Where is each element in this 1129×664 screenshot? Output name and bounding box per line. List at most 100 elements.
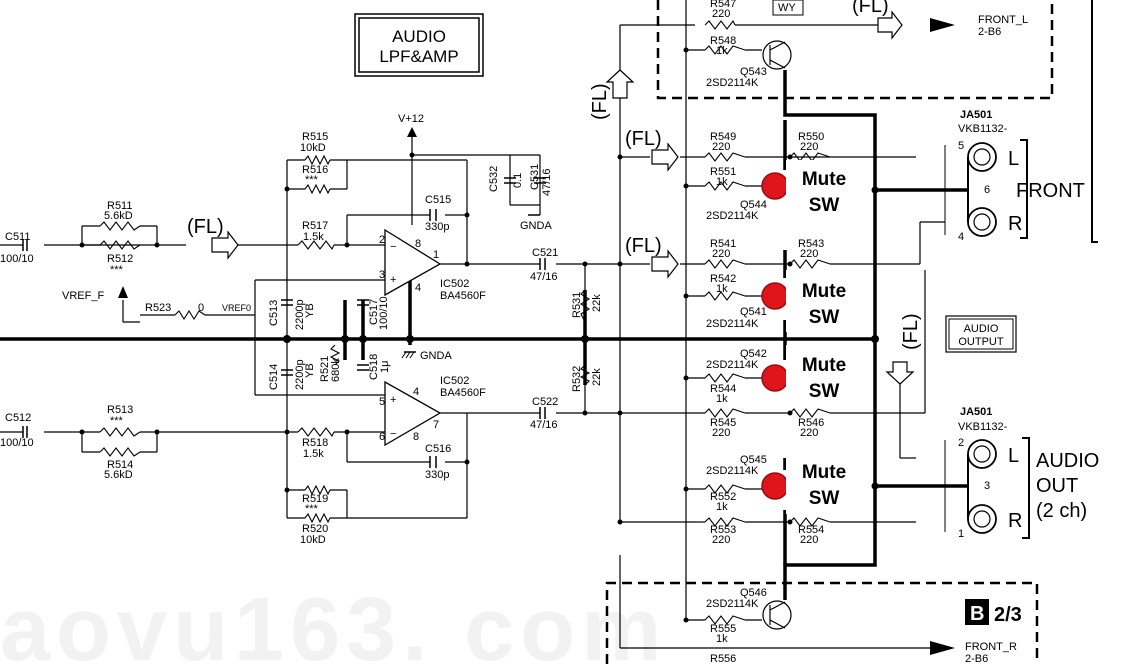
- ja-out-pin2: 2: [958, 437, 964, 449]
- mute-1-line1: Mute: [802, 169, 846, 190]
- opamp-b-pin7: 7: [433, 419, 439, 431]
- board-page: 2/3: [994, 604, 1022, 626]
- ja-out-group-2: OUT: [1036, 475, 1078, 497]
- r514-value: 5.6kD: [104, 469, 133, 481]
- r521-ref: R521: [319, 356, 331, 382]
- c511-ref: C511: [5, 231, 30, 243]
- opamp-a-pin8: 8: [415, 238, 421, 250]
- r517-value: 1.5k: [303, 231, 324, 243]
- front-l-label: FRONT_L: [978, 14, 1028, 26]
- r554-value: 220: [800, 534, 818, 546]
- r523-value: 0: [198, 302, 204, 314]
- audio-output-line1: AUDIO: [964, 323, 999, 335]
- r554-ref: R554: [798, 524, 824, 536]
- c518-value: 1μ: [379, 361, 391, 373]
- r515-ref: R515: [302, 131, 328, 143]
- board-box-bottom: [605, 581, 1039, 664]
- opamp-b-pin4: 4: [413, 386, 419, 398]
- opamp-a-pin4: 4: [415, 282, 421, 294]
- mute-switch-3: Mute SW: [786, 345, 864, 407]
- gnd2-label: GNDA: [520, 220, 552, 232]
- r547-value: 220: [712, 8, 730, 20]
- mute-4-line2: SW: [809, 488, 840, 509]
- front-r-ref: 2-B6: [965, 653, 988, 664]
- c515-value: 330p: [425, 221, 449, 233]
- mute-transistor-leds: [761, 172, 789, 500]
- ja-out-group-1: AUDIO: [1036, 450, 1099, 472]
- opamp-b: 5 6 7 4 8 + − IC502 BA4560F: [379, 375, 486, 447]
- q546-ref: Q546: [740, 587, 767, 599]
- ja501-front-ref: JA501: [960, 109, 992, 121]
- vcc-label: V+12: [398, 113, 424, 125]
- gnd-symbol: GNDA GNDA: [401, 214, 552, 362]
- r515-value: 10kD: [300, 142, 326, 154]
- c514-type: YB: [304, 363, 316, 378]
- c516-ref: C516: [425, 443, 451, 455]
- r545-ref: R545: [710, 417, 736, 429]
- r523-ref: R523: [145, 302, 171, 314]
- opamp-a-part: BA4560F: [440, 290, 486, 302]
- c521-ref: C521: [532, 247, 558, 259]
- q546-part: 2SD2114K: [706, 598, 759, 610]
- r520-value: 10kD: [300, 534, 326, 546]
- mute-2-line1: Mute: [802, 281, 846, 302]
- r532-value: 22k: [591, 368, 603, 386]
- mute-switch-1: Mute SW: [786, 160, 864, 222]
- title-box: AUDIO LPF&AMP: [354, 13, 484, 77]
- ja501-out-ref: JA501: [960, 406, 992, 418]
- r532-ref: R532: [571, 366, 583, 392]
- r543-ref: R543: [798, 238, 824, 250]
- component-labels: C511 100/10 C512 100/10 R511 5.6kD R512 …: [0, 0, 824, 664]
- r550-value: 220: [800, 141, 818, 153]
- front-r-label: FRONT_R: [965, 641, 1017, 653]
- c522-value: 47/16: [530, 419, 558, 431]
- q541-ref: Q541: [740, 306, 767, 318]
- r517-ref: R517: [302, 220, 328, 232]
- transistor-labels: Q543 2SD2114K Q544 2SD2114K Q541 2SD2114…: [706, 66, 767, 610]
- q544-ref: Q544: [740, 199, 767, 211]
- r548-ref: R548: [710, 35, 736, 47]
- r547-ref: R547: [710, 0, 736, 10]
- r552-ref: R552: [710, 491, 736, 503]
- vref-symbol: VREF_F VREF0: [62, 286, 251, 313]
- c522-ref: C522: [532, 396, 558, 408]
- svg-text:−: −: [390, 241, 396, 253]
- ja-out-group-3: (2 ch): [1036, 500, 1087, 522]
- fl-label-5: (FL): [589, 83, 611, 120]
- c517-value: 100/10: [378, 296, 390, 330]
- r549-ref: R549: [710, 131, 736, 143]
- c518-ref: C518: [368, 354, 380, 380]
- r543-value: 220: [800, 248, 818, 260]
- audio-output-line2: OUTPUT: [958, 336, 1004, 348]
- fl-label-3: (FL): [625, 235, 662, 257]
- r553-ref: R553: [710, 524, 736, 536]
- c513-value: 2200p: [294, 299, 306, 330]
- fl-label-6: (FL): [900, 313, 922, 350]
- svg-text:+: +: [390, 274, 396, 286]
- q543-part: 2SD2114K: [706, 77, 759, 89]
- opamp-b-ref: IC502: [440, 375, 469, 387]
- ja501-out-part: VKB1132-: [958, 421, 1008, 433]
- c512-value: 100/10: [0, 437, 34, 449]
- opamp-b-pin8: 8: [413, 431, 419, 443]
- r555-value: 1k: [716, 633, 728, 645]
- ja501-front-part: VKB1132-: [958, 123, 1008, 135]
- mute-4-line1: Mute: [802, 462, 846, 483]
- r542-ref: R542: [710, 273, 736, 285]
- ja-front-pin5: 5: [958, 140, 964, 152]
- r513-value: ***: [110, 415, 124, 427]
- r544-ref: R544: [710, 383, 736, 395]
- r531-ref: R531: [571, 292, 583, 318]
- fl-label-4: (FL): [852, 0, 889, 17]
- transistors: [762, 40, 792, 630]
- c517-ref: C517: [368, 299, 380, 325]
- resistor-zigzags: [99, 19, 831, 625]
- r555-ref: R555: [710, 623, 736, 635]
- c514-value: 2200p: [294, 359, 306, 390]
- board-letter: B: [970, 603, 984, 625]
- ja-front-group: FRONT: [1016, 180, 1085, 202]
- q542-part: 2SD2114K: [706, 359, 759, 371]
- c512-ref: C512: [5, 412, 31, 424]
- c516-value: 330p: [425, 469, 449, 481]
